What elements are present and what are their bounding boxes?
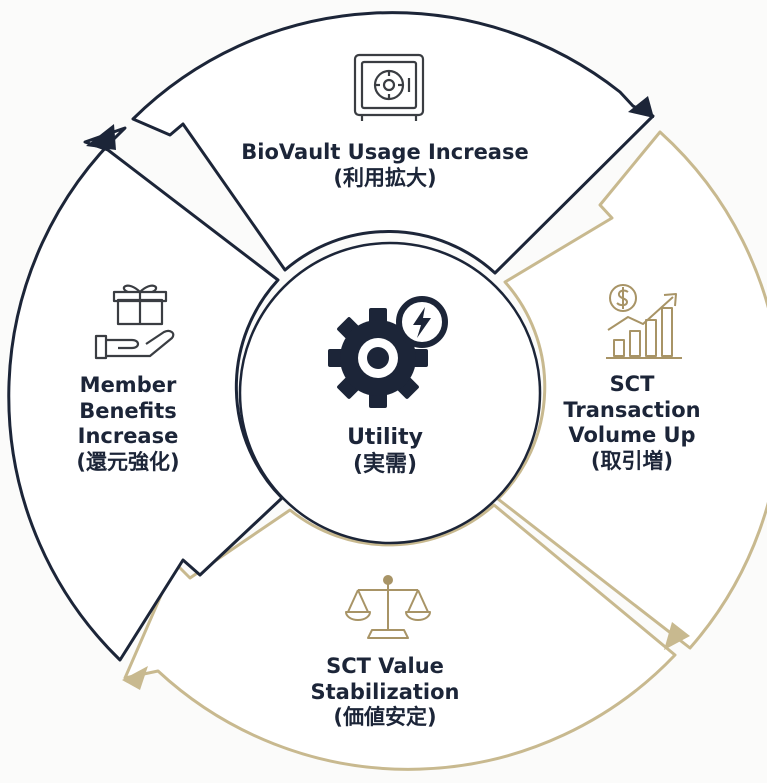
segment-top-subtitle: (利用拡大) xyxy=(333,165,437,190)
segment-bottom-line2: Stabilization xyxy=(310,679,460,704)
segment-left-line3: Increase xyxy=(77,424,179,449)
segment-bottom-line1: SCT Value xyxy=(326,654,444,678)
arrowhead-right-bottom xyxy=(664,622,690,650)
balance-scale-icon xyxy=(345,575,431,639)
dollar-growth-chart-icon xyxy=(606,284,682,359)
center-title: Utility xyxy=(347,425,423,450)
arrowhead-left-top xyxy=(86,124,116,150)
segment-top-shape xyxy=(131,11,655,275)
segment-right-label: SCT Transaction Volume Up (取引増) xyxy=(552,372,712,474)
segment-left-shape xyxy=(7,126,284,662)
segment-left-subtitle: (還元強化) xyxy=(76,449,180,474)
gear-lightning-icon xyxy=(328,296,448,408)
segment-bottom-subtitle: (価値安定) xyxy=(333,705,437,730)
arrowhead-top-right xyxy=(628,96,654,118)
segment-left-label: Member Benefits Increase (還元強化) xyxy=(48,373,208,475)
center-subtitle: (実需) xyxy=(352,451,418,477)
segment-top-label: BioVault Usage Increase (利用拡大) xyxy=(150,140,620,191)
segment-right-subtitle: (取引増) xyxy=(590,448,674,473)
segment-left-line1: Member xyxy=(79,373,177,397)
segment-right-shape xyxy=(496,130,767,650)
segment-left-line2: Benefits xyxy=(79,398,177,423)
segment-right-line3: Volume Up xyxy=(568,423,696,448)
segment-right-line1: SCT xyxy=(609,372,655,396)
segment-top-title: BioVault Usage Increase xyxy=(241,140,529,164)
segment-bottom-label: SCT Value Stabilization (価値安定) xyxy=(240,654,530,731)
gift-hand-icon xyxy=(94,284,175,360)
segment-right-line2: Transaction xyxy=(563,397,701,422)
safe-vault-icon xyxy=(353,53,425,121)
arrowhead-bottom-left xyxy=(122,666,148,690)
center-label: Utility (実需) xyxy=(300,425,470,479)
